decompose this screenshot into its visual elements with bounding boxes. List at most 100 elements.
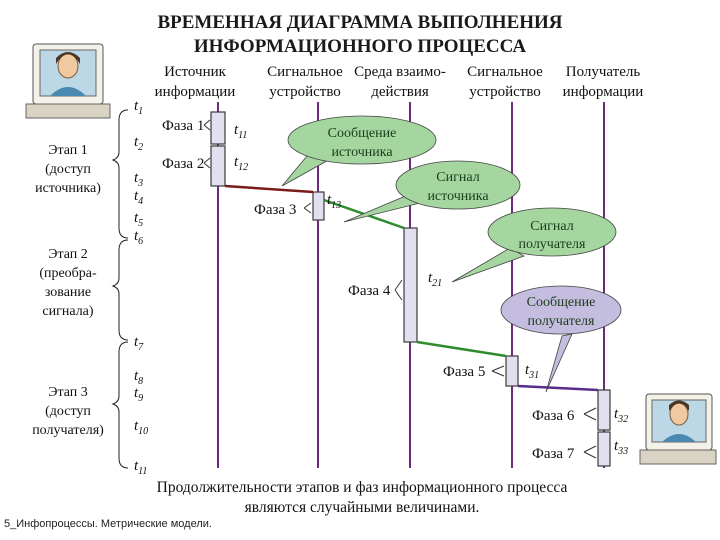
stage-3-line-2: (доступ <box>45 404 91 419</box>
bubble-1-line-2: источника <box>331 145 393 160</box>
bubble-3-line-2: получателя <box>519 237 587 252</box>
phase-pointer-4 <box>394 279 403 301</box>
bubble-body-2 <box>395 160 521 210</box>
bubble-body-4 <box>500 285 622 335</box>
transition-arrow-1 <box>224 184 314 194</box>
phase-label-4: Фаза 4 <box>348 283 391 299</box>
phase-time-12: t12 <box>234 154 248 173</box>
bubble-message-receiver: Сообщение получателя <box>500 285 622 393</box>
source-face <box>57 53 79 79</box>
column-header-signal-device-1: Сигнальное <box>267 64 343 80</box>
phase-label-6: Фаза 6 <box>532 408 575 424</box>
stage-2-line-4: сигнала) <box>42 304 93 319</box>
column-header-signal-device-2: Сигнальное <box>467 64 543 80</box>
source-keyboard <box>25 103 111 119</box>
stage-1-line-2: (доступ <box>45 162 91 177</box>
transition-arrow-3 <box>416 340 507 358</box>
phase-bars <box>210 111 611 467</box>
stage-2-line-2: (преобра- <box>39 266 97 281</box>
phase-bar-7 <box>597 431 611 467</box>
bubble-4-line-2: получателя <box>528 314 596 329</box>
bubble-body-1 <box>287 115 437 165</box>
phase-pointer-6 <box>583 407 597 421</box>
column-header-signal-device-1-2: устройство <box>269 84 341 100</box>
source-person-illustration <box>25 43 111 119</box>
bubble-3-line-1: Сигнал <box>530 219 573 234</box>
phase-label-5: Фаза 5 <box>443 364 485 380</box>
phase-time-32: t32 <box>614 406 628 425</box>
phase-bar-6 <box>597 389 611 431</box>
phase-time-11: t11 <box>234 122 247 141</box>
stage-1-line-1: Этап 1 <box>48 143 88 158</box>
receiver-shirt <box>662 434 696 442</box>
column-header-signal-device-2-2: устройство <box>469 84 541 100</box>
phase-pointer-1 <box>203 119 211 131</box>
stage-brace-3 <box>111 341 129 469</box>
phase-pointer-2 <box>203 157 211 169</box>
stage-labels: Этап 1 (доступ источника) Этап 2 (преобр… <box>32 143 104 438</box>
time-label-8: t8 <box>134 368 143 387</box>
phase-pointer-7 <box>583 445 597 459</box>
receiver-hair <box>669 400 689 411</box>
stage-2-line-3: зование <box>45 285 91 300</box>
bubble-message-source: Сообщение источника <box>281 115 437 187</box>
phase-time-31: t31 <box>525 362 539 381</box>
phase-time-13: t13 <box>327 192 341 211</box>
phase-label-2: Фаза 2 <box>162 156 204 172</box>
phase-time-labels: t11 t12 t13 t21 t31 t32 t33 <box>234 122 628 457</box>
phase-bar-1 <box>210 111 226 145</box>
stage-brace-1 <box>111 109 129 239</box>
slide-caption: 5_Инфопроцессы. Метрические модели. <box>4 518 212 530</box>
phase-bar-3 <box>312 191 325 221</box>
column-header-receiver-2: информации <box>563 84 644 100</box>
stage-2-line-1: Этап 2 <box>48 247 88 262</box>
bubble-2-line-1: Сигнал <box>436 170 479 185</box>
time-label-6: t6 <box>134 228 143 247</box>
bubble-2-line-2: источника <box>427 189 489 204</box>
column-headers: Источник информации Сигнальное устройств… <box>155 64 644 100</box>
phase-bar-2 <box>210 145 226 187</box>
time-label-10: t10 <box>134 418 148 437</box>
column-header-source: Источник <box>164 64 227 80</box>
time-label-4: t4 <box>134 188 143 207</box>
phase-label-1: Фаза 1 <box>162 118 204 134</box>
phase-bar-5 <box>505 355 519 387</box>
time-label-1: t1 <box>134 98 143 117</box>
column-header-source-2: информации <box>155 84 236 100</box>
speech-bubbles: Сообщение источника Сигнал источника Сиг… <box>281 115 622 393</box>
column-header-receiver: Получатель <box>566 64 641 80</box>
phase-time-21: t21 <box>428 270 442 289</box>
transition-arrow-4 <box>517 384 599 392</box>
column-header-medium: Среда взаимо- <box>354 64 446 80</box>
time-labels: t1 t2 t3 t4 t5 t6 t7 t8 t9 t10 t11 <box>134 98 148 477</box>
footer-line-2: являются случайными величинами. <box>245 499 480 516</box>
stage-braces <box>111 109 129 469</box>
title-line-2: ИНФОРМАЦИОННОГО ПРОЦЕССА <box>194 36 527 57</box>
stage-3-line-1: Этап 3 <box>48 385 88 400</box>
stage-3-line-3: получателя) <box>32 423 104 438</box>
phase-time-33: t33 <box>614 438 628 457</box>
receiver-keyboard <box>639 449 717 465</box>
bubble-tail-4 <box>545 333 573 393</box>
bubble-tail-3 <box>451 247 525 283</box>
column-header-medium-2: действия <box>371 84 429 100</box>
time-label-9: t9 <box>134 385 143 404</box>
bubble-body-3 <box>487 207 617 257</box>
stage-brace-2 <box>111 239 129 341</box>
phase-bar-4 <box>403 227 418 343</box>
time-label-5: t5 <box>134 210 143 229</box>
time-label-11: t11 <box>134 458 147 477</box>
bubble-4-line-1: Сообщение <box>527 295 596 310</box>
phase-label-3: Фаза 3 <box>254 202 296 218</box>
source-shirt <box>50 87 86 96</box>
bubble-signal-source: Сигнал источника <box>343 160 521 223</box>
time-label-7: t7 <box>134 334 144 353</box>
phase-pointer-3 <box>303 202 312 214</box>
time-label-2: t2 <box>134 134 143 153</box>
phase-pointer-5 <box>491 365 505 377</box>
phase-labels: Фаза 1 Фаза 2 Фаза 3 Фаза 4 Фаза 5 Фаза … <box>162 118 597 462</box>
time-label-3: t3 <box>134 170 143 189</box>
bubble-1-line-1: Сообщение <box>328 126 397 141</box>
footer-line-1: Продолжительности этапов и фаз информаци… <box>157 479 568 496</box>
